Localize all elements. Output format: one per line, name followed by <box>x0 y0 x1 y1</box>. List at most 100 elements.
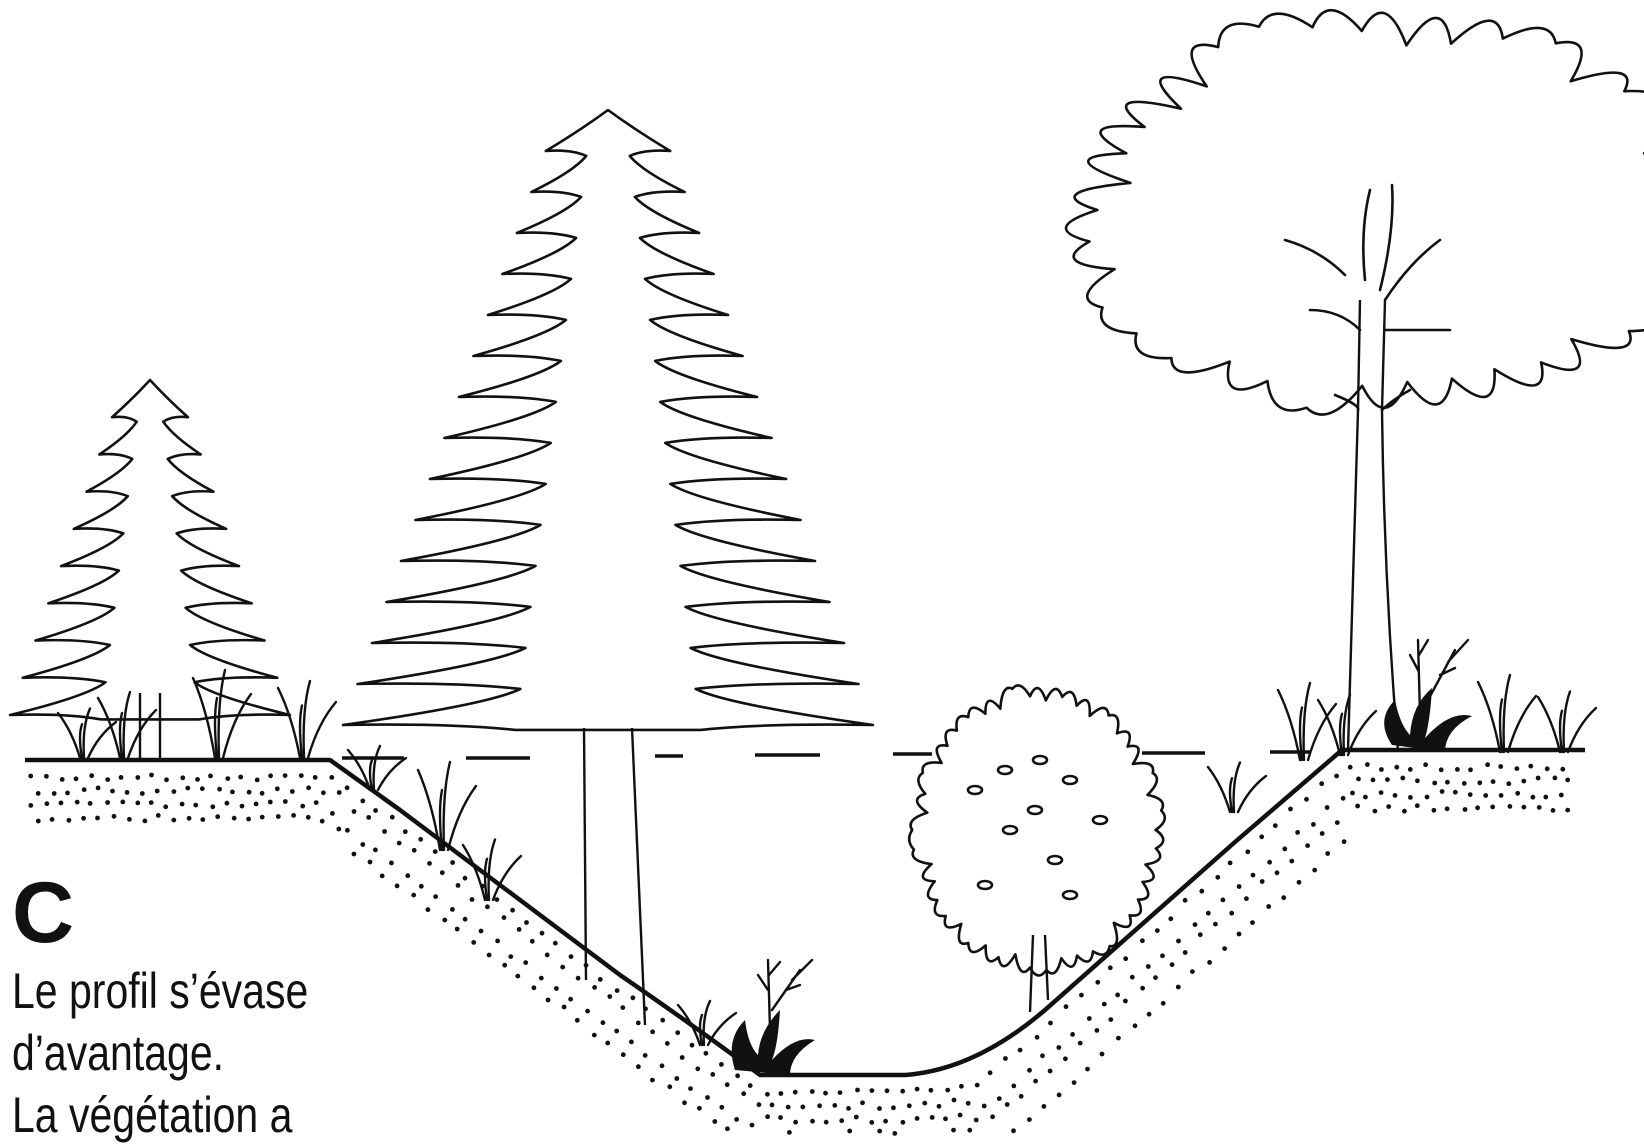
soil-dot <box>405 873 410 878</box>
soil-dot <box>1057 1093 1062 1098</box>
soil-dot <box>892 1131 897 1136</box>
soil-dot <box>1161 1001 1166 1006</box>
soil-dot <box>576 976 581 981</box>
soil-dot <box>74 776 79 781</box>
soil-dot <box>149 800 154 805</box>
shrub-leaf-mark <box>1093 816 1107 824</box>
soil-dot <box>502 963 507 968</box>
soil-dot <box>105 800 110 805</box>
caption-text: Le profil s’évase d’avantage. La végétat… <box>12 960 307 1146</box>
soil-dot <box>193 803 198 808</box>
soil-dot <box>412 848 417 853</box>
soil-dot <box>28 774 33 779</box>
soil-dot <box>275 786 280 791</box>
figure-caption: C Le profil s’évase d’avantage. La végét… <box>12 870 372 1146</box>
soil-dot <box>95 816 100 821</box>
soil-dot <box>877 1106 882 1111</box>
soil-dot <box>734 1117 739 1122</box>
soil-dot <box>187 816 192 821</box>
soil-dot <box>238 775 243 780</box>
soil-dot <box>1386 804 1391 809</box>
soil-dot <box>330 811 335 816</box>
soil-dot <box>1183 950 1188 955</box>
soil-dot <box>650 1078 655 1083</box>
soil-dot <box>1064 1004 1069 1009</box>
soil-dot <box>1072 1080 1077 1085</box>
soil-dot <box>254 802 259 807</box>
soil-dot <box>28 803 33 808</box>
soil-dot <box>1348 765 1353 770</box>
soil-dot <box>1393 793 1398 798</box>
soil-dot <box>1491 779 1496 784</box>
soil-dot <box>1311 822 1316 827</box>
soil-dot <box>1453 790 1458 795</box>
soil-dot <box>455 927 460 932</box>
shrub-leaf-mark <box>998 766 1012 774</box>
soil-dot <box>930 1115 935 1120</box>
soil-dot <box>313 775 318 780</box>
grass-clump <box>1478 675 1536 752</box>
soil-dot <box>502 915 507 920</box>
soil-dot <box>1140 938 1145 943</box>
soil-dot <box>839 1118 844 1123</box>
soil-dot <box>1005 1102 1010 1107</box>
soil-dot <box>1305 843 1310 848</box>
soil-dot <box>1266 904 1271 909</box>
soil-dot <box>1260 879 1265 884</box>
soil-dot <box>427 861 432 866</box>
soil-dot <box>1206 911 1211 916</box>
soil-dot <box>765 1092 770 1097</box>
soil-dot <box>419 884 424 889</box>
soil-dot <box>1408 767 1413 772</box>
soil-dot <box>172 789 177 794</box>
soil-dot <box>1228 861 1233 866</box>
soil-dot <box>268 773 273 778</box>
soil-dot <box>847 1129 852 1134</box>
soil-dot <box>524 920 529 925</box>
soil-dot <box>793 1120 798 1125</box>
soil-dot <box>495 897 500 902</box>
soil-dot <box>314 800 319 805</box>
soil-dot <box>523 960 528 965</box>
soil-dot <box>110 789 115 794</box>
soil-dot <box>870 1088 875 1093</box>
soil-dot <box>208 774 213 779</box>
shrub-leaf-mark <box>1003 826 1017 834</box>
soil-dot <box>403 829 408 834</box>
soil-dot <box>725 1126 730 1131</box>
soil-dot <box>1297 880 1302 885</box>
caption-line: La végétation a <box>12 1087 292 1143</box>
soil-dot <box>1295 830 1300 835</box>
soil-dot <box>1003 1056 1008 1061</box>
soil-dot <box>629 1040 634 1045</box>
soil-dot <box>620 1005 625 1010</box>
soil-dot <box>149 773 154 778</box>
soil-dot <box>1304 797 1309 802</box>
soil-dot <box>395 884 400 889</box>
soil-dot <box>719 1062 724 1067</box>
soil-dot <box>885 1088 890 1093</box>
soil-dot <box>660 1063 665 1068</box>
soil-dot <box>1102 1002 1107 1007</box>
soil-dot <box>982 1104 987 1109</box>
soil-dot <box>1490 805 1495 810</box>
soil-dot <box>1123 956 1128 961</box>
soil-dot <box>306 785 311 790</box>
soil-dot <box>426 907 431 912</box>
soil-dot <box>380 874 385 879</box>
soil-dot <box>163 804 168 809</box>
soil-dot <box>1056 1045 1061 1050</box>
soil-dot <box>1455 767 1460 772</box>
soil-dot <box>143 819 148 824</box>
soil-dot <box>366 815 371 820</box>
soil-dot <box>1432 781 1437 786</box>
caption-line: Le profil s’évase <box>12 963 308 1019</box>
soil-dot <box>75 800 80 805</box>
soil-dot <box>757 1102 762 1107</box>
soil-dot <box>779 1091 784 1096</box>
soil-dot <box>532 985 537 990</box>
soil-dot <box>846 1106 851 1111</box>
soil-dot <box>1183 898 1188 903</box>
soil-dot <box>433 849 438 854</box>
soil-dot <box>1341 796 1346 801</box>
